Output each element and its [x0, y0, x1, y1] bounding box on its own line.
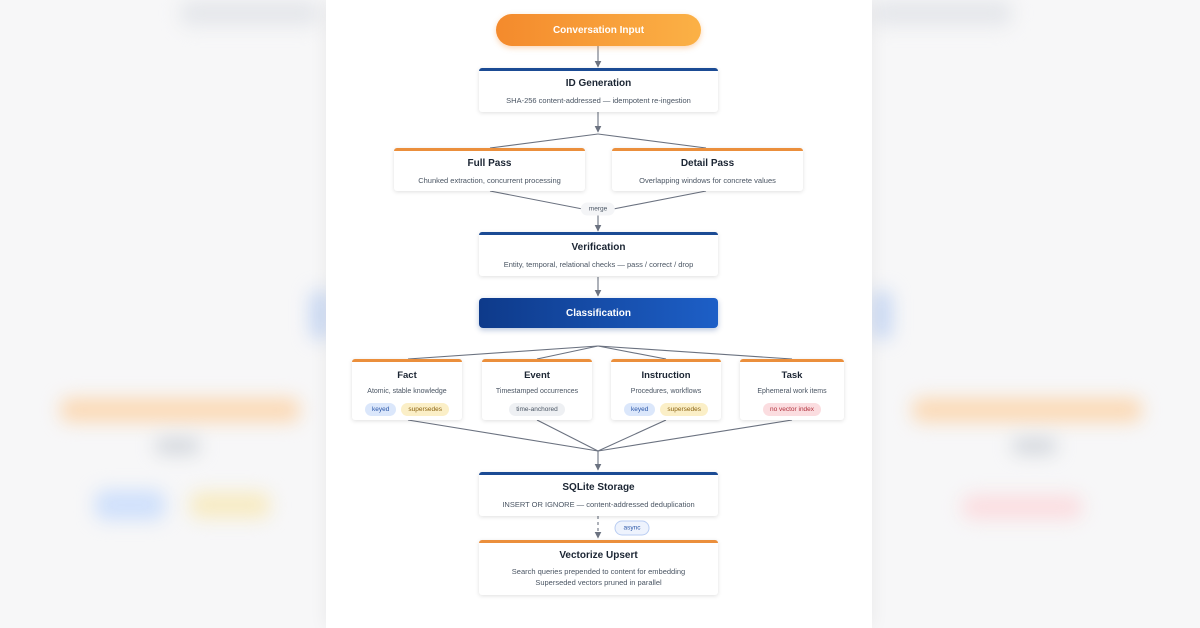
event-type-node: Event Timestamped occurrences time-ancho…	[482, 359, 592, 420]
node-title: Fact	[397, 370, 417, 381]
supersedes-tag: supersedes	[401, 403, 449, 416]
keyed-tag: keyed	[365, 403, 397, 416]
node-subtitle: Ephemeral work items	[757, 388, 827, 395]
blurred-shape	[60, 398, 300, 422]
connector-split-left	[489, 133, 599, 149]
node-subtitle: Overlapping windows for concrete values	[639, 176, 776, 185]
blurred-shape	[155, 438, 200, 454]
node-subtitle: Timestamped occurrences	[495, 388, 579, 395]
node-title: SQLite Storage	[562, 482, 635, 493]
connector-task-storage	[597, 419, 793, 452]
node-title: Detail Pass	[680, 158, 735, 169]
sqlite-storage-node: SQLite Storage INSERT OR IGNORE — conten…	[479, 472, 718, 516]
blurred-shape	[95, 490, 165, 520]
id-generation-node: ID Generation SHA-256 content-addressed …	[479, 68, 718, 112]
no-vector-index-tag: no vector index	[762, 403, 822, 416]
supersedes-tag: supersedes	[660, 403, 708, 416]
node-subtitle-line1: Search queries prepended to content for …	[511, 567, 686, 576]
node-subtitle: Chunked extraction, concurrent processin…	[418, 176, 561, 185]
node-title: Full Pass	[467, 158, 512, 169]
node-subtitle: Procedures, workflows	[630, 388, 702, 395]
connector-event-storage	[536, 419, 599, 452]
connector-layer	[407, 46, 793, 539]
async-label: async	[614, 520, 650, 536]
keyed-tag: keyed	[624, 403, 656, 416]
blurred-shape	[190, 492, 270, 518]
blurred-shape	[180, 0, 320, 26]
blurred-shape	[872, 290, 892, 340]
conversation-input-node: Conversation Input	[496, 14, 701, 46]
blurred-background-right	[872, 0, 1200, 628]
blurred-shape	[962, 495, 1082, 519]
full-pass-node: Full Pass Chunked extraction, concurrent…	[394, 148, 585, 191]
node-title: Verification	[571, 242, 626, 253]
fact-type-node: Fact Atomic, stable knowledge keyed supe…	[352, 359, 462, 420]
node-title: Vectorize Upsert	[559, 550, 638, 561]
node-subtitle: INSERT OR IGNORE — content-addressed ded…	[502, 500, 695, 509]
node-subtitle: Entity, temporal, relational checks — pa…	[503, 260, 694, 269]
blurred-shape	[912, 398, 1142, 422]
node-title: Instruction	[641, 370, 691, 381]
classification-node: Classification	[479, 298, 718, 328]
connector-split-right	[597, 133, 707, 149]
connector-class-fact	[407, 345, 599, 360]
connector-detailpass-merge	[597, 190, 707, 213]
detail-pass-node: Detail Pass Overlapping windows for conc…	[612, 148, 803, 191]
connector-class-instruction	[597, 345, 667, 360]
time-anchored-tag: time-anchored	[509, 403, 565, 416]
node-subtitle: SHA-256 content-addressed — idempotent r…	[506, 96, 691, 105]
instruction-type-node: Instruction Procedures, workflows keyed …	[611, 359, 721, 420]
vectorize-upsert-node: Vectorize Upsert Search queries prepende…	[479, 540, 718, 595]
connector-instruction-storage	[597, 419, 667, 452]
node-title: Task	[781, 370, 803, 381]
blurred-background-left	[0, 0, 326, 628]
connector-fact-storage	[407, 419, 599, 452]
merge-label: merge	[580, 202, 616, 216]
task-type-node: Task Ephemeral work items no vector inde…	[740, 359, 844, 420]
node-title: ID Generation	[565, 78, 632, 89]
connector-class-task	[597, 345, 793, 360]
verification-node: Verification Entity, temporal, relationa…	[479, 232, 718, 276]
blurred-shape	[310, 290, 326, 340]
diagram-panel: Conversation Input ID Generation SHA-256…	[326, 0, 872, 628]
connector-class-event	[536, 345, 599, 360]
connector-fullpass-merge	[489, 190, 599, 213]
blurred-shape	[1012, 438, 1057, 454]
node-subtitle: Atomic, stable knowledge	[367, 388, 447, 395]
blurred-shape	[872, 0, 1012, 26]
node-title: Event	[524, 370, 550, 381]
node-subtitle-line2: Superseded vectors pruned in parallel	[535, 578, 662, 587]
